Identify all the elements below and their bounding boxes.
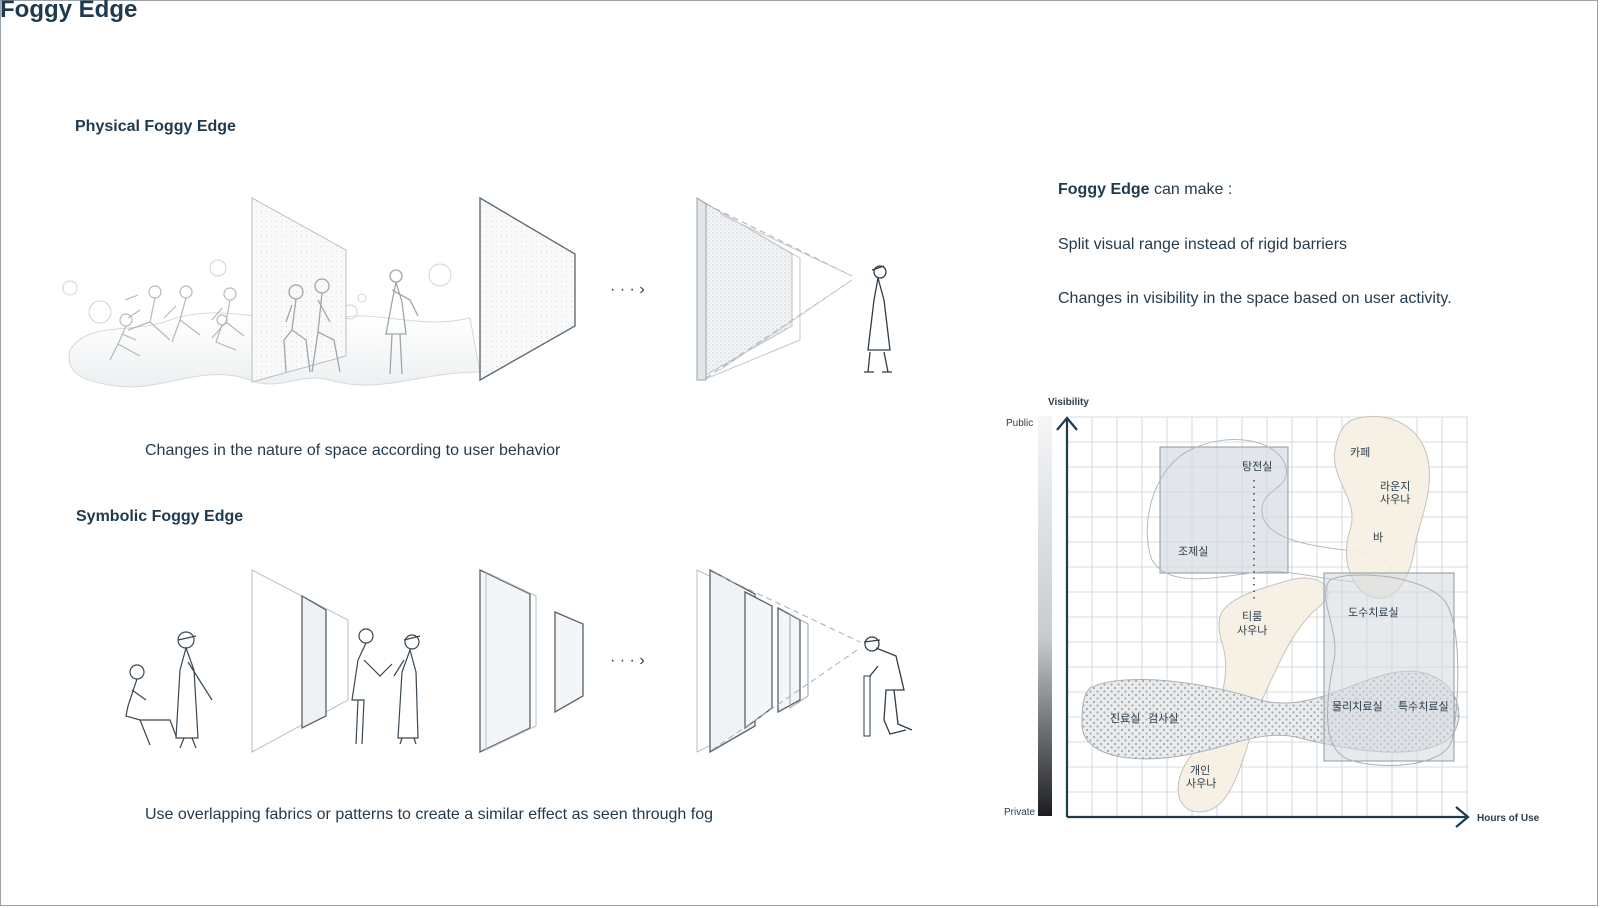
y-axis-title: Visibility xyxy=(1048,397,1089,408)
zone-box-therapy xyxy=(1323,572,1455,762)
sheer-panel-1 xyxy=(251,569,349,753)
zone-label: 진료실 xyxy=(1110,712,1140,725)
zone-label: 조제실 xyxy=(1178,545,1208,558)
people-symbolic-mid xyxy=(351,628,421,745)
zone-blob-prep xyxy=(1146,439,1391,583)
x-axis-title: Hours of Use xyxy=(1477,813,1540,824)
zone-label: 사우나 xyxy=(1237,624,1267,637)
notes-lead-bold: Foggy Edge xyxy=(1058,181,1150,198)
fog-panel-front xyxy=(251,197,347,383)
zone-label: 티룸 xyxy=(1242,610,1262,623)
zone-labels: 카페 라운지 사우나 바 탕전실 조제실 티룸 사우나 도수치료실 물리치료실 … xyxy=(1110,446,1449,790)
physical-heading: Physical Foggy Edge xyxy=(75,118,236,135)
zone-label: 바 xyxy=(1373,531,1383,544)
notes-line-1: Split visual range instead of rigid barr… xyxy=(1058,236,1348,253)
zone-label: 라운지 xyxy=(1380,480,1410,493)
fog-bubble xyxy=(428,263,452,287)
notes-lead: Foggy Edge can make : xyxy=(1058,181,1232,199)
zone-label: 개인 xyxy=(1190,764,1210,777)
physical-caption: Changes in the nature of space according… xyxy=(145,442,561,459)
symbolic-caption: Use overlapping fabrics or patterns to c… xyxy=(145,806,714,823)
people-group-seated xyxy=(109,285,245,361)
fog-bubble xyxy=(209,259,227,277)
fog-bubble xyxy=(88,300,112,324)
viewer-standing xyxy=(864,265,892,373)
viewer-with-cane xyxy=(863,636,913,737)
fog-bubble xyxy=(62,280,78,296)
zone-blob-cafe xyxy=(1333,415,1430,599)
zone-label: 특수치료실 xyxy=(1398,700,1449,713)
y-axis-bottom: Private xyxy=(1004,807,1036,818)
sheer-panels-2 xyxy=(479,568,584,754)
zone-label: 검사실 xyxy=(1148,712,1178,725)
clear-panel xyxy=(479,196,576,382)
symbolic-arrow: · · · › xyxy=(610,652,645,669)
zone-blob-tearoom xyxy=(1177,577,1329,813)
people-group-standing xyxy=(283,269,419,375)
perspective-view-physical xyxy=(696,197,853,381)
zone-box-prep xyxy=(1159,446,1289,574)
notes-lead-rest: can make : xyxy=(1149,181,1233,198)
symbolic-heading: Symbolic Foggy Edge xyxy=(76,508,244,525)
y-axis-top: Public xyxy=(1006,418,1033,429)
zone-label: 물리치료실 xyxy=(1332,700,1383,713)
people-symbolic-left xyxy=(125,631,213,749)
zone-label: 도수치료실 xyxy=(1348,606,1399,619)
zone-label: 카페 xyxy=(1350,446,1370,459)
diagram-axes xyxy=(1056,416,1470,828)
zone-blob-manual xyxy=(1325,574,1459,766)
fog-bubble xyxy=(357,293,367,303)
visibility-gradient xyxy=(1038,416,1052,816)
perspective-view-symbolic xyxy=(696,568,861,754)
physical-arrow: · · · › xyxy=(610,281,645,298)
page-title: Foggy Edge xyxy=(0,0,138,23)
zone-label: 탕전실 xyxy=(1242,460,1272,473)
notes-line-2: Changes in visibility in the space based… xyxy=(1058,290,1452,307)
zone-label: 사우나 xyxy=(1186,777,1216,790)
zone-label: 사우나 xyxy=(1380,493,1410,506)
